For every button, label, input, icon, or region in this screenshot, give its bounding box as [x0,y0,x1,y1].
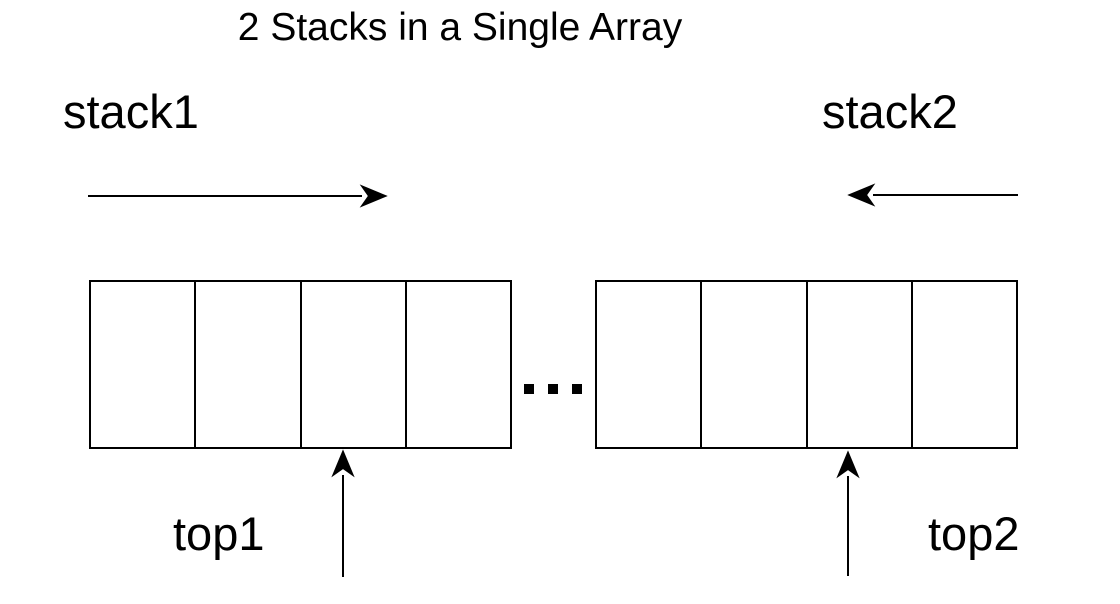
array-cell [406,282,510,447]
array-cell [912,282,1016,447]
array-cell [91,282,197,447]
ellipsis-dot [548,384,558,394]
stack2-array-segment [595,280,1018,449]
array-cell [702,282,808,447]
stack1-array-segment [89,280,512,449]
ellipsis-dot [524,384,534,394]
stack1-label: stack1 [63,85,199,138]
ellipsis [524,384,582,394]
array-cell [301,282,407,447]
ellipsis-dot [572,384,582,394]
array-cell [196,282,302,447]
array-cell [597,282,703,447]
top1-label: top1 [173,507,265,560]
stack2-label: stack2 [822,85,958,138]
array-cell [807,282,913,447]
top2-label: top2 [928,507,1020,560]
diagram-title: 2 Stacks in a Single Array [237,6,683,49]
